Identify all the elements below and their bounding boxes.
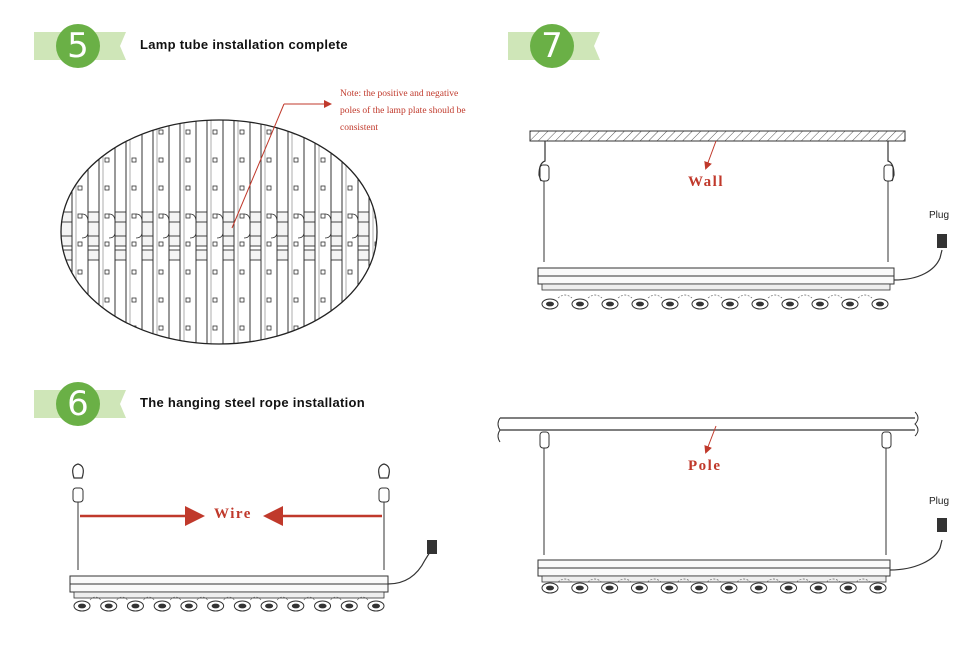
note-pointer (231, 103, 285, 229)
step-5-title: Lamp tube installation complete (140, 37, 348, 52)
step-5-number: 5 (67, 26, 89, 66)
pole-label: Pole (688, 458, 722, 474)
wall-label: Wall (688, 174, 725, 190)
polarity-note: Note: the positive and negative poles of… (340, 89, 466, 133)
lamp-closeup (61, 120, 377, 344)
wire-label: Wire (214, 506, 252, 522)
plug-label-bottom: Plug (929, 496, 950, 507)
fixture-pole (497, 411, 947, 594)
closeup-outline (60, 119, 378, 345)
plug-label-top: Plug (929, 210, 950, 221)
fixture-step6 (69, 463, 437, 612)
fixture-wall (529, 130, 947, 310)
step-7-header: 7 (508, 22, 628, 70)
step-6-number: 6 (67, 384, 89, 424)
step-5-header: 5 Lamp tube installation complete (34, 22, 414, 70)
step-6-header: 6 The hanging steel rope installation (34, 380, 414, 428)
step-6-title: The hanging steel rope installation (140, 395, 366, 410)
step-7-number: 7 (541, 26, 563, 66)
